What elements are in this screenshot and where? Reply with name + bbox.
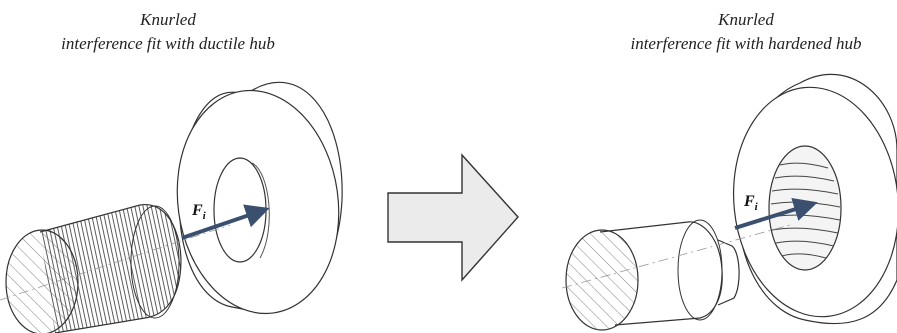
left-title: Knurled [140,10,196,29]
plain-shaft [561,219,791,331]
ductile-hub [176,81,343,315]
right-panel-caption: Knurled interference fit with hardened h… [596,8,896,56]
left-force-label: Fi [191,202,207,222]
left-subtitle: interference fit with ductile hub [61,34,275,53]
left-panel-caption: Knurled interference fit with ductile hu… [18,8,318,56]
left-assembly: Fi [0,81,343,333]
knurled-shaft [0,204,231,333]
right-force-label: Fi [743,193,759,213]
left-force-arrow [181,204,270,240]
right-title: Knurled [718,10,774,29]
transition-arrow [387,153,519,282]
right-subtitle: interference fit with hardened hub [630,34,862,53]
right-force-arrow [734,197,818,230]
right-assembly: Fi [561,73,897,331]
